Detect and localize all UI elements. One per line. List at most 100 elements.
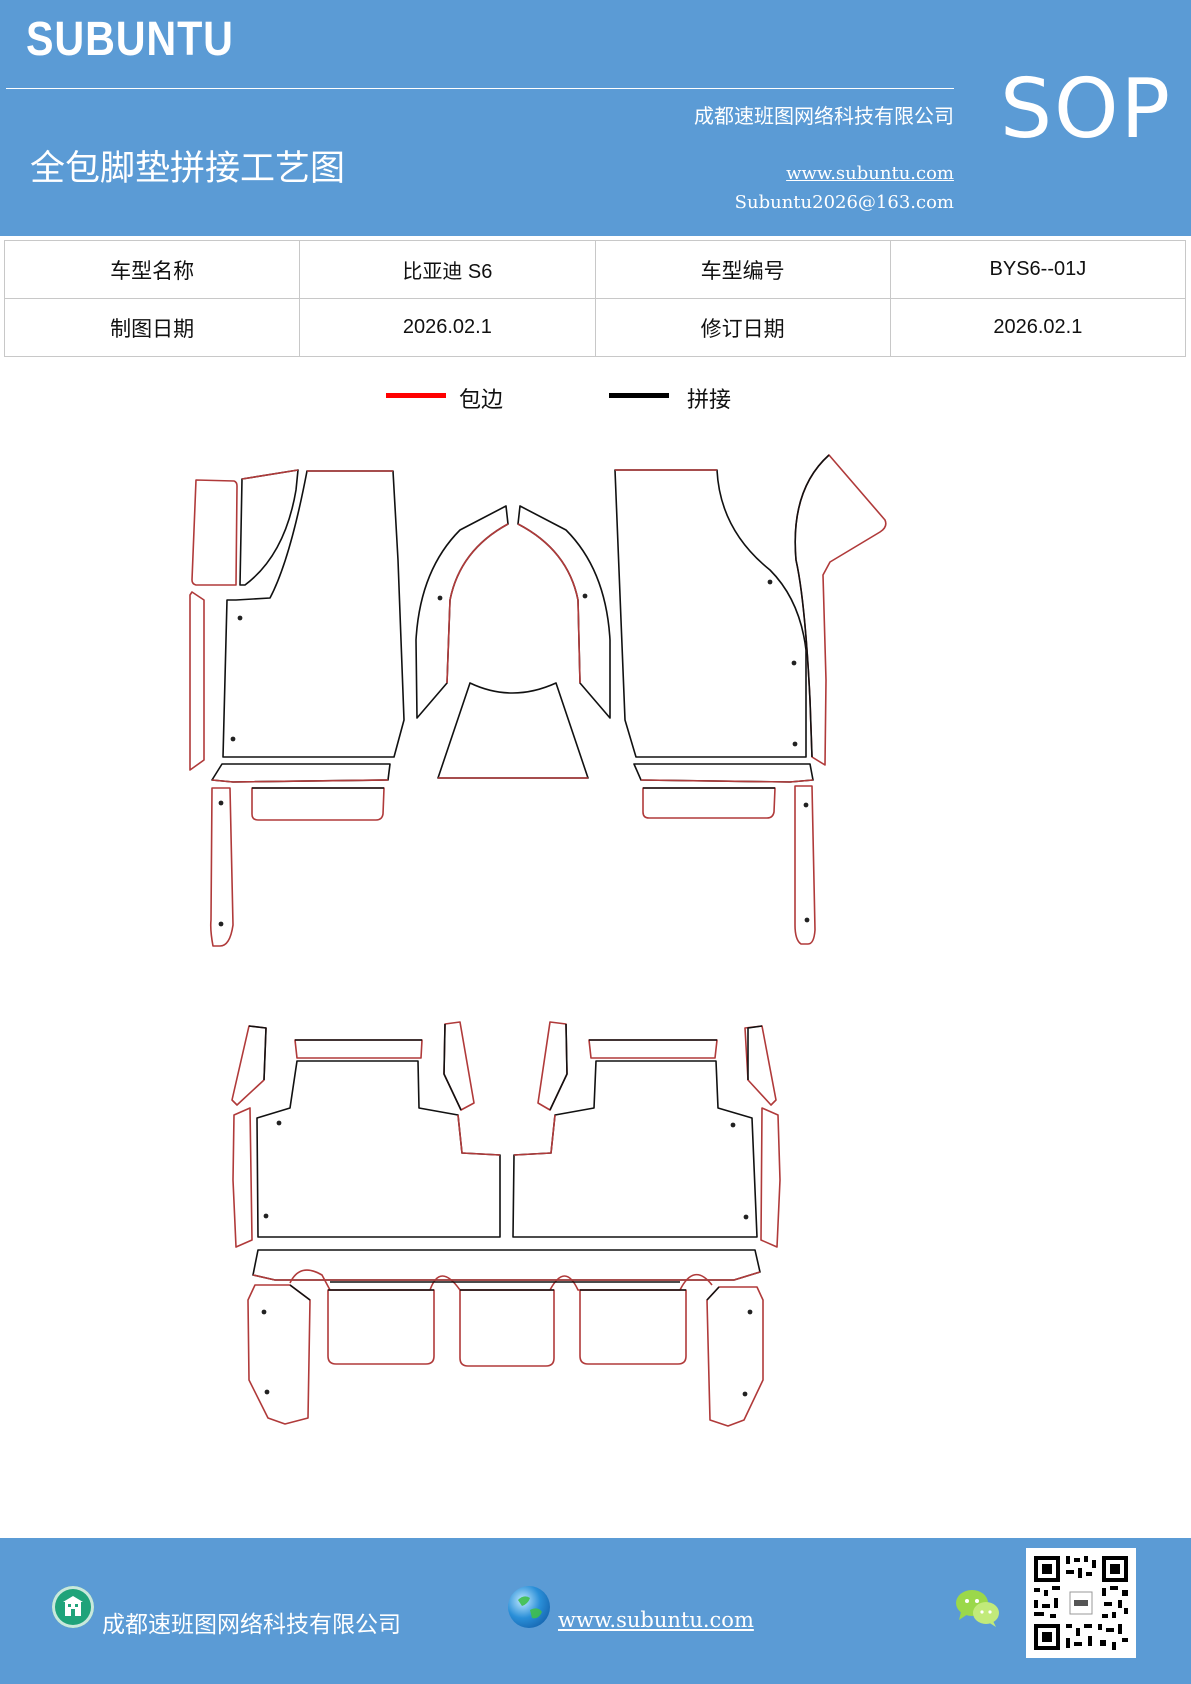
table-row: 制图日期 2026.02.1 修订日期 2026.02.1 <box>3 298 1187 357</box>
mat-hole <box>237 615 243 621</box>
mat-piece <box>252 1249 761 1281</box>
passenger-mat-group <box>614 454 887 945</box>
mat-piece <box>209 787 234 947</box>
rear-mat-group <box>231 1021 781 1427</box>
mat-piece <box>239 469 299 586</box>
mat-piece <box>232 1107 253 1248</box>
legend: 包边 拼接 <box>0 382 1191 422</box>
mat-piece <box>443 1023 462 1111</box>
mat-piece <box>744 1025 777 1106</box>
draw-date-value: 2026.02.1 <box>299 298 596 357</box>
mat-piece <box>614 469 807 758</box>
mat-piece <box>446 523 509 684</box>
mat-piece <box>222 470 405 758</box>
mat-piece <box>579 1289 687 1365</box>
mat-piece <box>513 1114 556 1156</box>
building-icon <box>52 1586 94 1628</box>
floor-mat-diagram <box>189 454 887 1427</box>
mat-piece <box>794 785 816 945</box>
mat-piece <box>747 1025 763 1080</box>
mat-piece <box>633 763 814 783</box>
mat-hole <box>804 917 810 923</box>
mat-piece <box>517 505 611 719</box>
vehicle-info-table: 车型名称 比亚迪 S6 车型编号 BYS6--01J 制图日期 2026.02.… <box>3 240 1187 357</box>
mat-piece <box>588 1039 718 1059</box>
legend-seam-label: 拼接 <box>687 388 732 413</box>
mat-piece <box>252 1271 761 1281</box>
mat-piece <box>327 1289 435 1365</box>
mat-piece <box>457 1114 501 1156</box>
mat-hole <box>743 1214 749 1220</box>
mat-piece <box>256 1060 501 1238</box>
mat-hole <box>261 1309 267 1315</box>
mat-piece <box>211 779 389 783</box>
footer-website-link[interactable]: www.subuntu.com <box>558 1608 754 1632</box>
mat-piece <box>437 682 589 779</box>
mat-hole <box>276 1120 282 1126</box>
header-banner: SUBUNTU 成都速班图网络科技有限公司 全包脚垫拼接工艺图 www.subu… <box>0 0 1191 236</box>
mat-piece <box>294 1039 423 1059</box>
sop-badge: SOP <box>1000 62 1173 157</box>
table-row: 车型名称 比亚迪 S6 车型编号 BYS6--01J <box>3 240 1187 299</box>
legend-edge-swatch <box>386 393 446 398</box>
mat-piece <box>443 1021 475 1111</box>
mat-piece <box>211 763 391 783</box>
draw-date-label: 制图日期 <box>3 298 301 357</box>
header-divider <box>6 88 954 89</box>
mat-piece <box>706 1286 764 1427</box>
mat-hole <box>582 593 588 599</box>
mat-hole <box>742 1391 748 1397</box>
mat-hole <box>264 1389 270 1395</box>
model-name-value: 比亚迪 S6 <box>299 240 596 299</box>
qr-code[interactable] <box>1026 1548 1136 1658</box>
mat-piece <box>760 1107 781 1248</box>
mat-piece <box>241 469 299 480</box>
mat-piece <box>251 787 385 821</box>
mat-hole <box>218 800 224 806</box>
mat-piece <box>794 454 830 758</box>
mat-hole <box>791 660 797 666</box>
mat-hole <box>803 802 809 808</box>
mat-hole <box>263 1213 269 1219</box>
header-website-link[interactable]: www.subuntu.com <box>786 163 954 184</box>
mat-piece <box>248 1025 267 1081</box>
mat-piece <box>706 1286 720 1301</box>
wechat-icon[interactable] <box>955 1588 1001 1632</box>
mat-hole <box>230 736 236 742</box>
mat-hole <box>767 579 773 585</box>
driver-mat-group <box>189 469 405 947</box>
legend-edge-label: 包边 <box>459 388 504 413</box>
mat-hole <box>747 1309 753 1315</box>
globe-icon <box>508 1586 550 1628</box>
mat-hole <box>792 741 798 747</box>
model-code-label: 车型编号 <box>594 240 891 299</box>
model-code-value: BYS6--01J <box>889 240 1187 299</box>
mat-piece <box>517 523 581 684</box>
revise-date-label: 修订日期 <box>594 298 891 357</box>
mat-hole <box>730 1122 736 1128</box>
mat-piece <box>189 591 205 771</box>
legend-seam-swatch <box>609 393 669 398</box>
mat-piece <box>794 454 887 766</box>
mat-piece <box>191 479 238 586</box>
footer-banner: 成都速班图网络科技有限公司 www.subuntu.com <box>0 1538 1191 1684</box>
footer-company: 成都速班图网络科技有限公司 <box>102 1612 401 1638</box>
mat-piece <box>537 1021 568 1111</box>
mat-piece <box>642 787 776 819</box>
mat-piece <box>231 1025 267 1106</box>
tunnel-mat-group <box>415 505 611 779</box>
mat-piece <box>549 1023 568 1111</box>
mat-piece <box>640 779 814 783</box>
mat-hole <box>218 921 224 927</box>
mat-piece <box>289 1284 311 1301</box>
brand-logo: SUBUNTU <box>26 13 234 66</box>
mat-piece <box>247 1284 311 1425</box>
header-email: Subuntu2026@163.com <box>734 192 954 213</box>
mat-piece <box>459 1289 555 1367</box>
revise-date-value: 2026.02.1 <box>889 298 1187 357</box>
mat-piece <box>512 1060 758 1238</box>
header-company: 成都速班图网络科技有限公司 <box>694 104 954 128</box>
mat-hole <box>437 595 443 601</box>
model-name-label: 车型名称 <box>3 240 301 299</box>
page-title: 全包脚垫拼接工艺图 <box>30 149 346 189</box>
